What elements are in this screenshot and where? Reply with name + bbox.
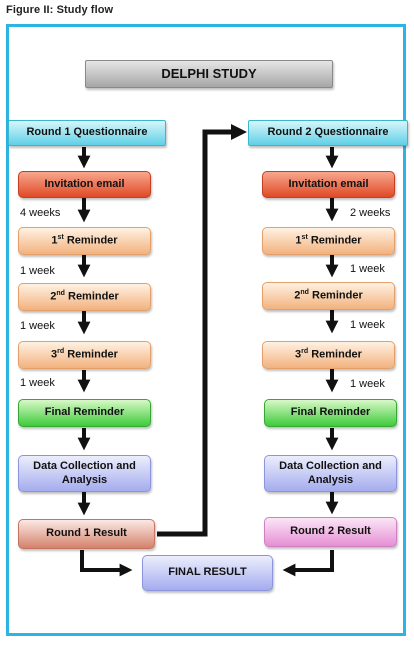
figure-title: Figure II: Study flow xyxy=(6,4,114,16)
round1-reminder2-box: 2nd Reminder xyxy=(18,283,151,311)
round2-questionnaire-box: Round 2 Questionnaire xyxy=(248,120,408,146)
round2-reminder2-label: 2nd Reminder xyxy=(294,288,363,302)
final-result-label: FINAL RESULT xyxy=(168,566,247,579)
round2-interval-3: 1 week xyxy=(350,319,385,331)
round2-reminder3-label: 3rd Reminder xyxy=(295,347,362,361)
round1-reminder2-label: 2nd Reminder xyxy=(50,289,119,303)
connector-round2-to-final xyxy=(282,550,334,577)
round2-result-label: Round 2 Result xyxy=(290,525,371,538)
round1-questionnaire-box: Round 1 Questionnaire xyxy=(8,120,166,146)
round2-collection-line1: Data Collection and xyxy=(279,459,382,472)
round1-interval-3: 1 week xyxy=(20,320,55,332)
round1-reminder1-box: 1st Reminder xyxy=(18,227,151,255)
round1-collection-line1: Data Collection and xyxy=(33,459,136,472)
round2-data-collection-box: Data Collection and Analysis xyxy=(264,455,397,492)
round2-interval-1: 2 weeks xyxy=(350,207,391,219)
round2-final-reminder-box: Final Reminder xyxy=(264,399,397,427)
round1-questionnaire-label: Round 1 Questionnaire xyxy=(26,126,148,139)
round1-final-reminder-box: Final Reminder xyxy=(18,399,151,427)
round2-questionnaire-label: Round 2 Questionnaire xyxy=(267,126,389,139)
round2-reminder1-box: 1st Reminder xyxy=(262,227,395,255)
round1-reminder3-label: 3rd Reminder xyxy=(51,347,118,361)
round2-result-box: Round 2 Result xyxy=(264,517,397,547)
round1-invitation-label: Invitation email xyxy=(44,177,125,190)
round1-interval-1: 4 weeks xyxy=(20,207,61,219)
round1-interval-4: 1 week xyxy=(20,377,55,389)
round1-reminder1-label: 1st Reminder xyxy=(51,233,118,247)
round1-collection-line2: Analysis xyxy=(61,473,108,486)
final-result-box: FINAL RESULT xyxy=(142,555,273,591)
round1-invitation-box: Invitation email xyxy=(18,171,151,198)
round2-collection-line2: Analysis xyxy=(307,473,354,486)
round1-result-box: Round 1 Result xyxy=(18,519,155,549)
round2-reminder1-label: 1st Reminder xyxy=(295,233,362,247)
round2-invitation-label: Invitation email xyxy=(288,177,369,190)
round1-data-collection-box: Data Collection and Analysis xyxy=(18,455,151,492)
round2-reminder2-box: 2nd Reminder xyxy=(262,282,395,310)
round2-invitation-box: Invitation email xyxy=(262,171,395,198)
round1-reminder3-box: 3rd Reminder xyxy=(18,341,151,369)
connector-round1-to-round2 xyxy=(157,123,248,537)
connector-round1-to-final xyxy=(80,550,133,577)
round1-final-reminder-label: Final Reminder xyxy=(44,406,125,419)
round2-reminder3-box: 3rd Reminder xyxy=(262,341,395,369)
round2-final-reminder-label: Final Reminder xyxy=(290,406,371,419)
round1-interval-2: 1 week xyxy=(20,265,55,277)
header-label: DELPHI STUDY xyxy=(161,65,257,81)
delphi-study-header: DELPHI STUDY xyxy=(85,60,333,88)
round1-result-label: Round 1 Result xyxy=(46,527,127,540)
round2-interval-2: 1 week xyxy=(350,263,385,275)
round2-interval-4: 1 week xyxy=(350,378,385,390)
